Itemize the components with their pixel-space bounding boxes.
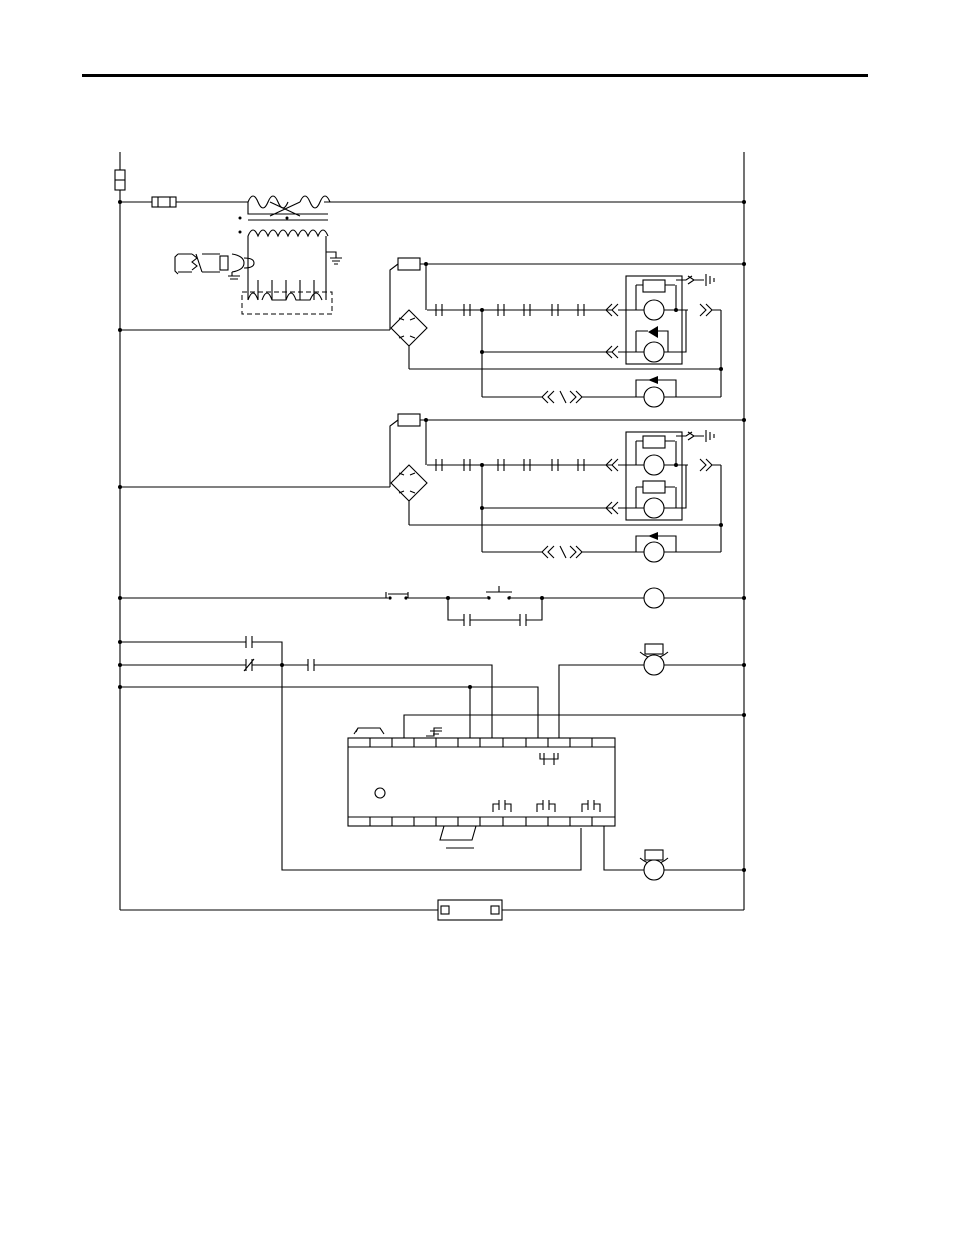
primary-fuse [152,197,176,207]
overload-rung [120,900,744,920]
motor-2 [644,342,664,362]
solenoid-2 [644,860,664,880]
resistor-2 [398,414,420,426]
plc-io-module [348,738,615,826]
solenoid-1 [644,655,664,675]
start-stop-rung [120,586,744,626]
rectifier-branch-2 [120,414,744,562]
rectifier-branch-1 [120,258,744,407]
resistor-1 [398,258,420,270]
motor-1 [644,300,664,320]
plc-rungs [120,636,744,880]
control-coil [644,588,664,608]
